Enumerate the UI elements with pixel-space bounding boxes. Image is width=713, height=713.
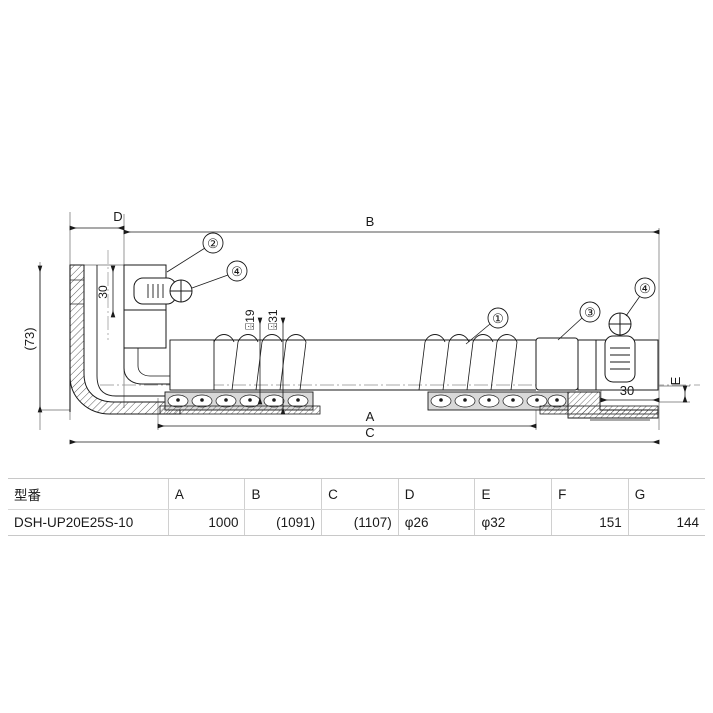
dimension-C-label: C [365, 425, 374, 440]
dimension-D-label: D [113, 209, 122, 224]
specification-table: 型番 A B C D E F G DSH-UP20E25S-10 1000 (1… [8, 478, 705, 536]
balloon-2: ② [166, 232, 224, 273]
dimension-B: B [123, 214, 660, 235]
col-header-a: A [167, 478, 245, 510]
spec-table-element: 型番 A B C D E F G DSH-UP20E25S-10 1000 (1… [8, 478, 705, 536]
balloon-3-label: ③ [584, 305, 596, 320]
right-fitting-collar [577, 339, 597, 391]
col-header-model: 型番 [8, 478, 169, 510]
diameter-19-label: ⌹19 [243, 309, 257, 330]
col-header-b: B [244, 478, 322, 510]
balloon-4-left: ④ [191, 260, 248, 289]
elbow-fitting [69, 264, 181, 415]
col-header-e: E [474, 478, 552, 510]
hose-clamp-slots-left [147, 284, 164, 298]
balloon-3: ③ [557, 301, 601, 341]
balloon-1-label: ① [492, 311, 504, 326]
hose-clamp-band-right [604, 335, 636, 383]
right-clamp-assembly [604, 312, 636, 383]
right-end-flange [567, 391, 659, 421]
diameter-31-label: ⌹31 [266, 309, 280, 330]
balloon-2-label: ② [207, 236, 219, 251]
balloon-4-left-label: ④ [231, 264, 243, 279]
dimension-right-30: 30 [600, 383, 660, 403]
drawing-canvas: D B (73) 30 [22, 209, 700, 445]
dimension-left-30-label: 30 [96, 285, 110, 299]
right-fitting-body [535, 337, 579, 391]
cell-d: φ26 [397, 509, 475, 536]
dimension-height-73: (73) [22, 265, 43, 413]
dimension-left-30: 30 [96, 265, 116, 318]
table-row: DSH-UP20E25S-10 1000 (1091) (1107) φ26 φ… [8, 509, 705, 536]
col-header-c: C [321, 478, 399, 510]
cell-f: 151 [551, 509, 629, 536]
dimension-E: E [668, 376, 688, 403]
diameter-callouts: ⌹19 ⌹31 [243, 309, 286, 415]
table-header-row: 型番 A B C D E F G [8, 478, 705, 510]
dimension-D: D [69, 209, 125, 231]
balloon-4-right-label: ④ [639, 281, 651, 296]
right-fitting [535, 337, 659, 391]
spec-table-head: 型番 A B C D E F G [8, 478, 705, 510]
cell-e: φ32 [474, 509, 552, 536]
braid-links [167, 394, 567, 408]
upper-nipple-assembly [123, 264, 193, 385]
col-header-g: G [627, 478, 705, 510]
dimension-C: C [69, 425, 660, 445]
hose-clamp-slots-right [610, 347, 630, 370]
dimension-B-label: B [366, 214, 375, 229]
cell-a: 1000 [167, 509, 245, 536]
cell-model: DSH-UP20E25S-10 [8, 509, 169, 536]
dimension-A: A [157, 409, 537, 429]
hose-convolution-lines [207, 341, 518, 391]
hose-left-collar [169, 339, 215, 391]
dimension-right-30-label: 30 [620, 383, 634, 398]
balloon-1: ① [465, 307, 509, 345]
cell-c: (1107) [321, 509, 399, 536]
spec-table-body: DSH-UP20E25S-10 1000 (1091) (1107) φ26 φ… [8, 509, 705, 536]
dimension-E-label: E [668, 376, 683, 385]
technical-drawing: D B (73) 30 [22, 209, 700, 445]
dimension-A-label: A [366, 409, 375, 424]
corrugated-hose [169, 334, 536, 391]
cell-b: (1091) [244, 509, 322, 536]
col-header-d: D [397, 478, 475, 510]
hose-convolutions [213, 334, 518, 343]
dimension-height-73-label: (73) [22, 327, 37, 350]
upper-nipple-lower [123, 309, 167, 349]
col-header-f: F [551, 478, 629, 510]
balloon-4-right: ④ [625, 277, 656, 317]
cell-g: 144 [627, 509, 705, 536]
